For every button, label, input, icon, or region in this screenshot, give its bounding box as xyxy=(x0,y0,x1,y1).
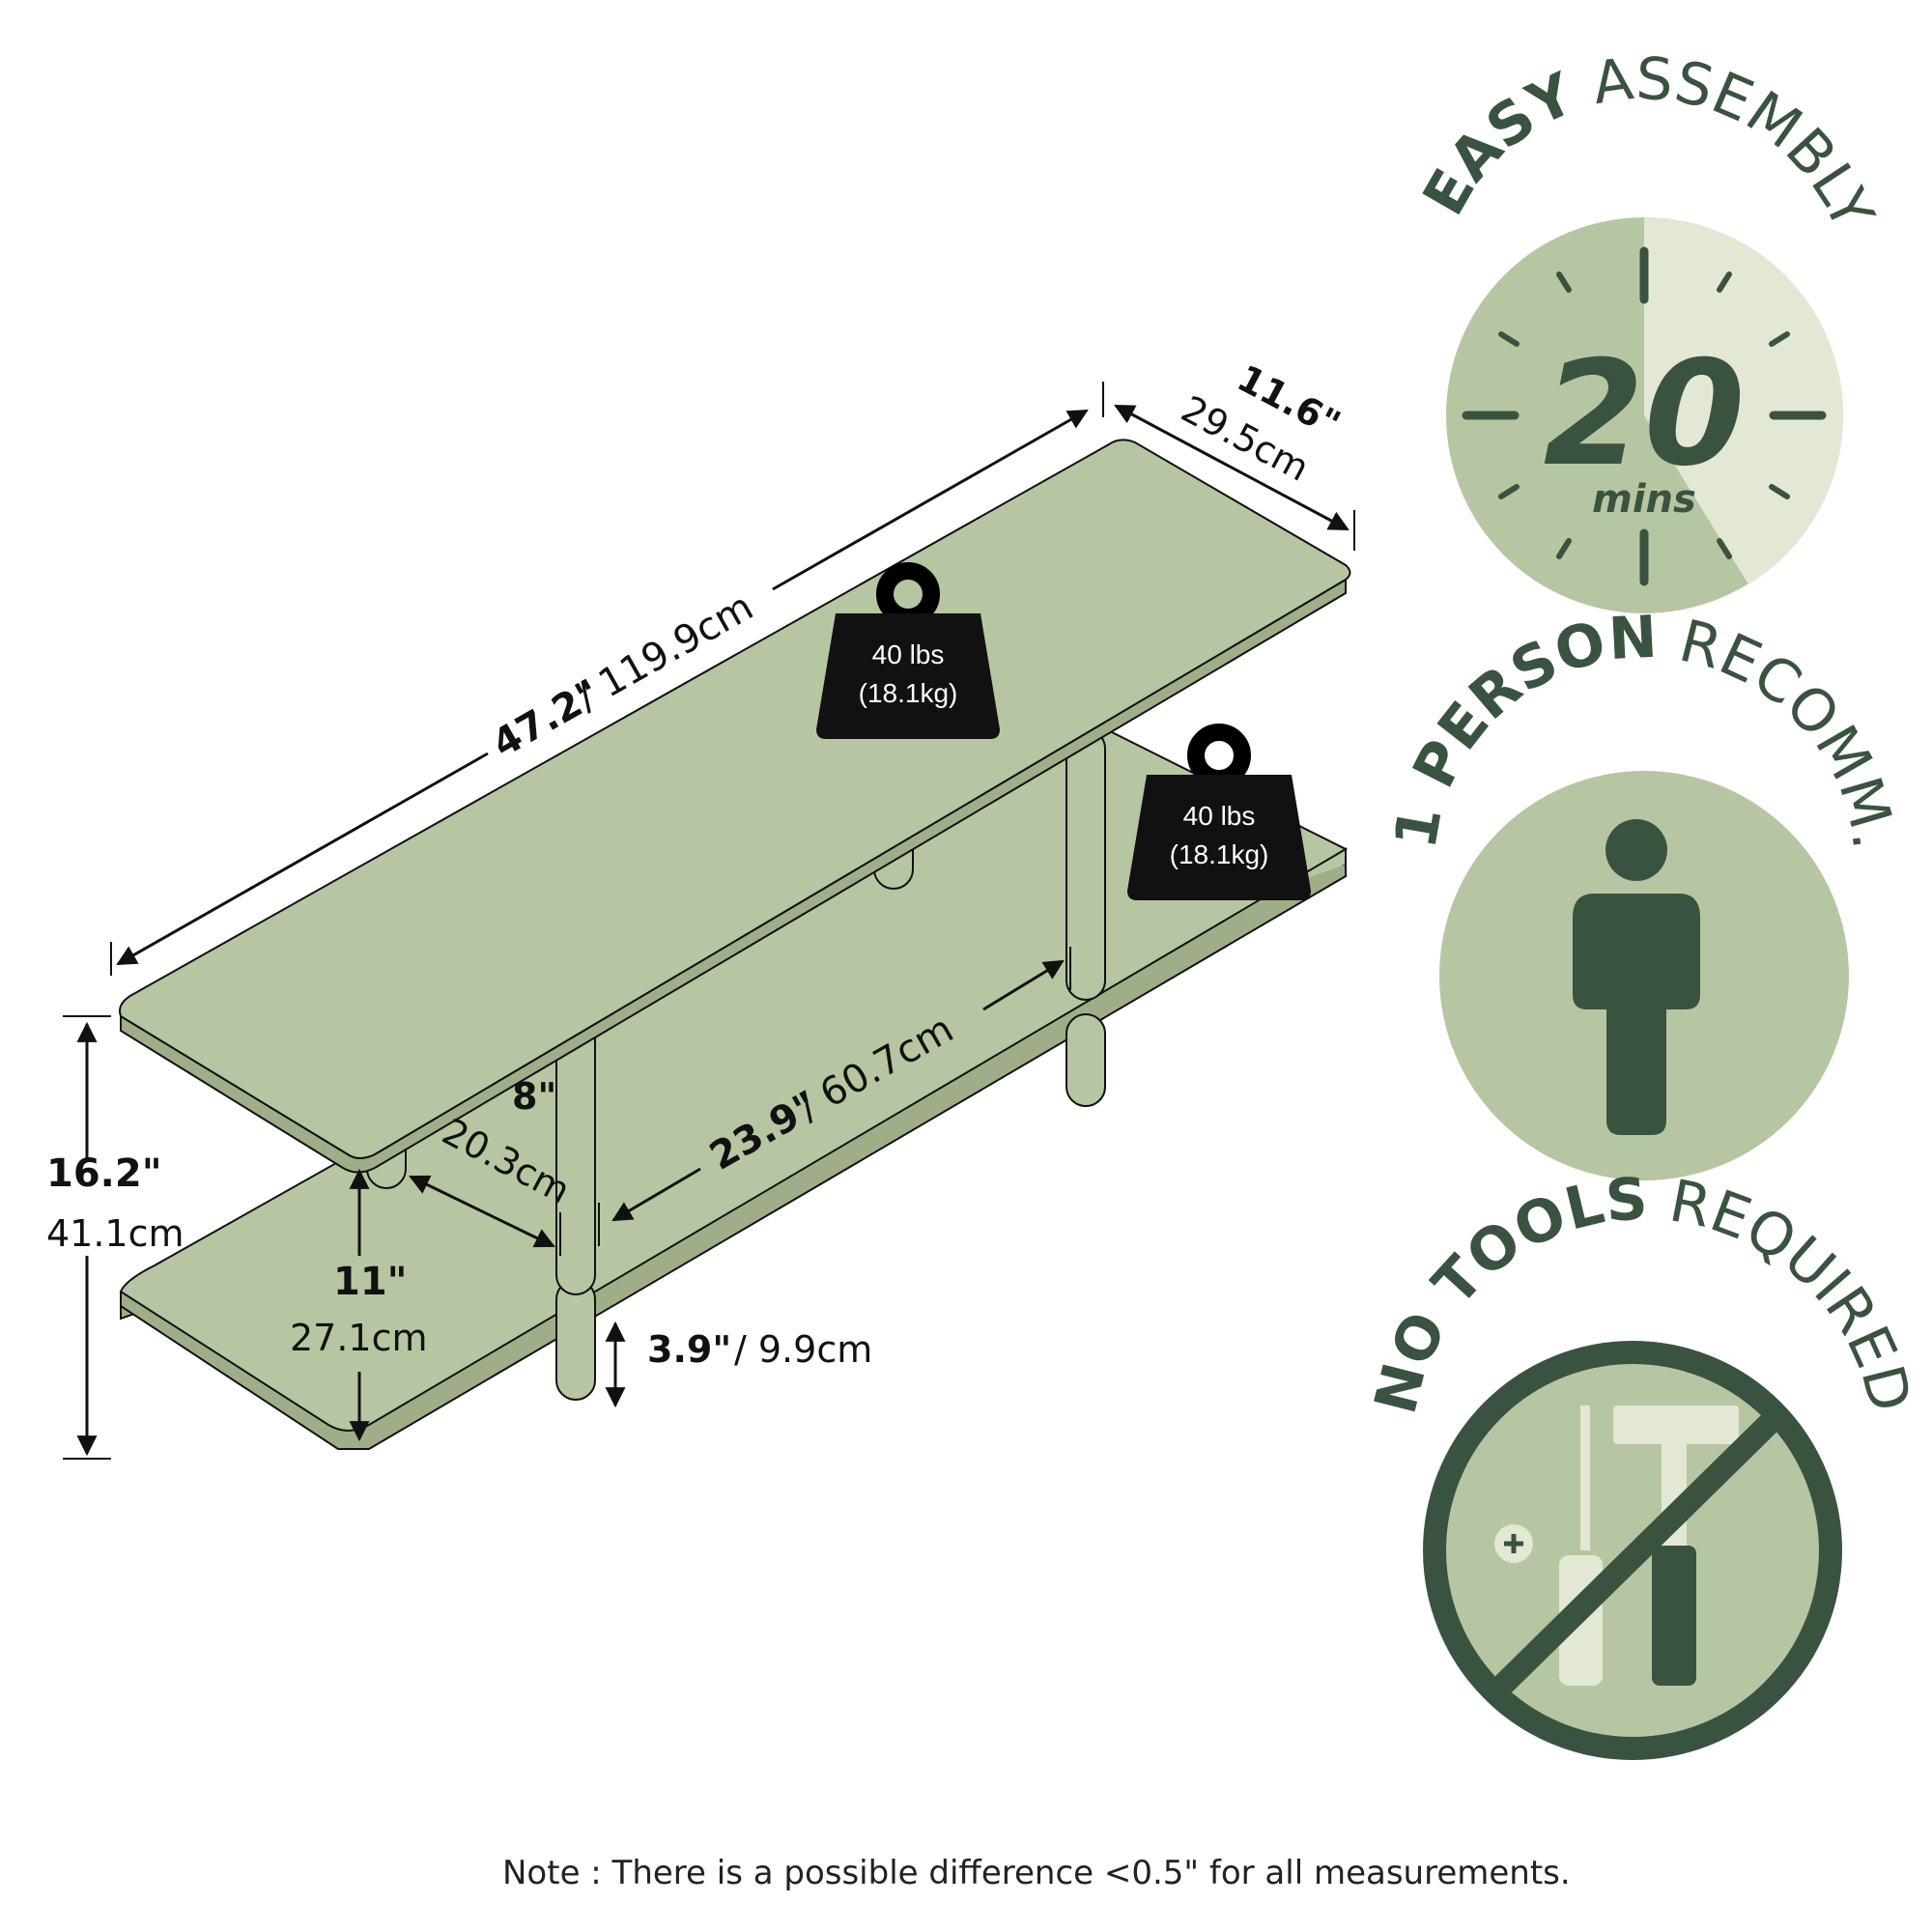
bottom-weight-kg: (18.1kg) xyxy=(1170,839,1269,869)
bottom-weight-lbs: 40 lbs xyxy=(1183,801,1256,831)
no-tools-icon xyxy=(1423,1341,1842,1760)
foot-in-label: 3.9" xyxy=(647,1328,731,1371)
foot-cm-label: / 9.9cm xyxy=(734,1328,872,1371)
hammer-icon xyxy=(1613,1406,1739,1444)
top-weight-lbs: 40 lbs xyxy=(872,639,945,669)
leg-foot-front xyxy=(555,1279,596,1401)
top-weight-kg: (18.1kg) xyxy=(859,678,958,708)
no-tools-badge: NO TOOLS REQUIRED xyxy=(1362,1165,1924,1760)
leg-inset-in-label: 8" xyxy=(512,1075,556,1118)
weight-icon: 40 lbs (18.1kg) xyxy=(1127,724,1311,900)
shelf-gap-in-label: 11" xyxy=(333,1260,408,1304)
height-cm-label: 41.1cm xyxy=(46,1212,185,1255)
height-in-label: 16.2" xyxy=(46,1151,162,1196)
screwdriver-icon xyxy=(1580,1406,1590,1550)
measurement-note: Note : There is a possible difference <0… xyxy=(502,1854,1571,1892)
top-shelf xyxy=(119,439,1351,1159)
dimension-lines xyxy=(63,382,1355,1460)
leg-back xyxy=(1065,728,1106,1001)
assembly-unit: mins xyxy=(1592,477,1696,522)
easy-assembly-title: EASY ASSEMBLY xyxy=(1410,45,1887,241)
easy-assembly-badge: EASY ASSEMBLY 20 mins xyxy=(1410,45,1887,613)
clock-icon xyxy=(1644,216,1844,584)
shelf-gap-cm-label: 27.1cm xyxy=(290,1317,428,1359)
one-person-badge: 1 PERSON RECOMM. xyxy=(1382,604,1907,1180)
assembly-minutes: 20 xyxy=(1544,330,1746,498)
weight-icon: 40 lbs (18.1kg) xyxy=(816,562,1000,739)
person-icon xyxy=(1573,819,1700,1135)
leg-foot-back xyxy=(1065,1013,1106,1107)
